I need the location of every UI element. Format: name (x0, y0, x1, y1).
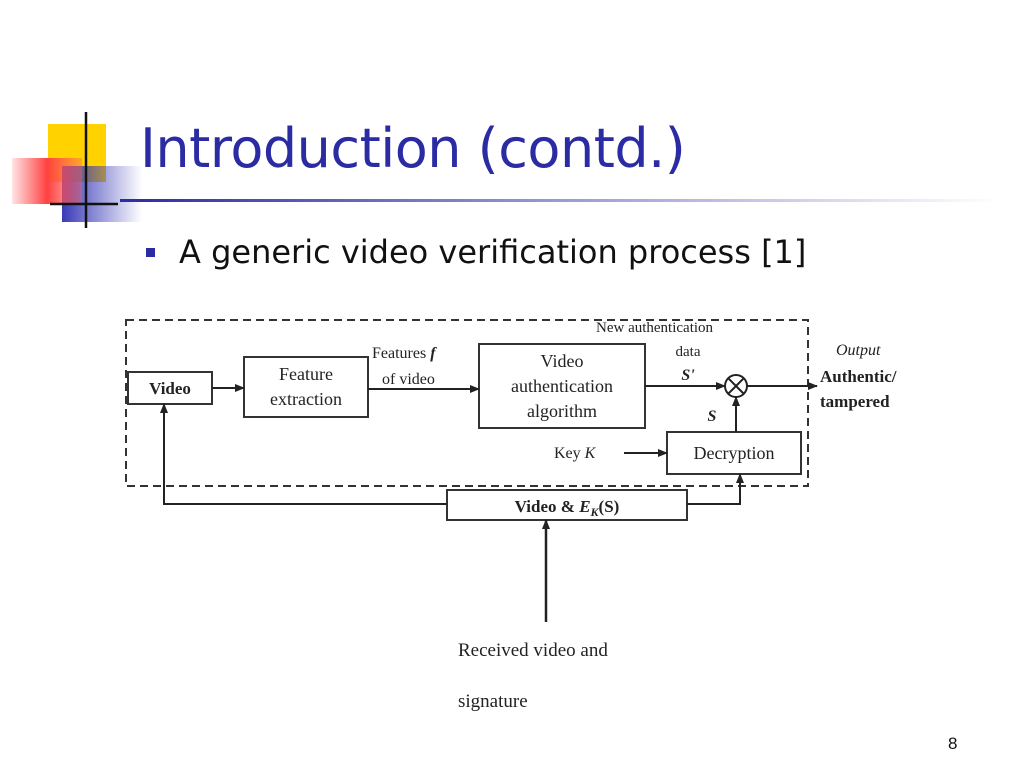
comparator-cross-b (727, 377, 745, 395)
bullet-text: A generic video verification process [1] (179, 233, 807, 271)
arrow-bundle-to-decryption (687, 473, 744, 505)
bullet-square-icon (146, 247, 155, 257)
decryption-box (666, 431, 802, 475)
slide-title: Introduction (contd.) (140, 117, 686, 180)
page-number: 8 (948, 734, 958, 753)
received-bundle-label: Video & EK(S) (515, 497, 620, 519)
key-text: Key (554, 445, 585, 462)
output-label: Output (836, 342, 881, 359)
bullet-item: A generic video verification process [1] (146, 233, 806, 271)
authentication-algorithm-label-line1: Video (541, 351, 584, 371)
new-auth-label-line2: data (676, 344, 701, 360)
received-label-line1: Received video and (458, 640, 608, 661)
red-bar-shape (12, 158, 82, 204)
decryption-label: Decryption (694, 443, 775, 463)
received-bundle-prefix: Video & (515, 497, 580, 516)
new-auth-label-line1: New authentication (596, 320, 714, 336)
key-k: K (584, 445, 597, 462)
title-underline (120, 199, 1000, 202)
received-bundle-k: K (590, 505, 600, 519)
key-label: Key K (554, 445, 597, 462)
received-bundle-e: E (578, 497, 590, 516)
features-label-line1: Features f (372, 345, 437, 362)
s-prime-label: S' (681, 367, 695, 384)
verification-diagram: Video Feature extraction Video authentic… (125, 319, 897, 712)
result-label-line2: tampered (820, 392, 890, 411)
features-text: Features (372, 345, 430, 362)
result-label-line1: Authentic/ (820, 367, 897, 386)
authentication-algorithm-label-line3: algorithm (527, 401, 597, 421)
features-f: f (430, 345, 437, 362)
s-label: S (708, 408, 717, 425)
system-boundary (125, 319, 809, 487)
received-bundle-suffix: (S) (599, 497, 620, 516)
authentication-algorithm-box (478, 343, 646, 429)
received-label-line2: signature (458, 691, 528, 712)
authentication-algorithm-label-line2: authentication (511, 376, 613, 396)
corner-decoration (12, 112, 142, 228)
feature-extraction-label-line2: extraction (270, 389, 342, 409)
arrow-bundle-to-video (160, 403, 447, 505)
features-label-line2: of video (382, 371, 435, 388)
video-box-label: Video (149, 379, 191, 398)
feature-extraction-label-line1: Feature (279, 364, 333, 384)
